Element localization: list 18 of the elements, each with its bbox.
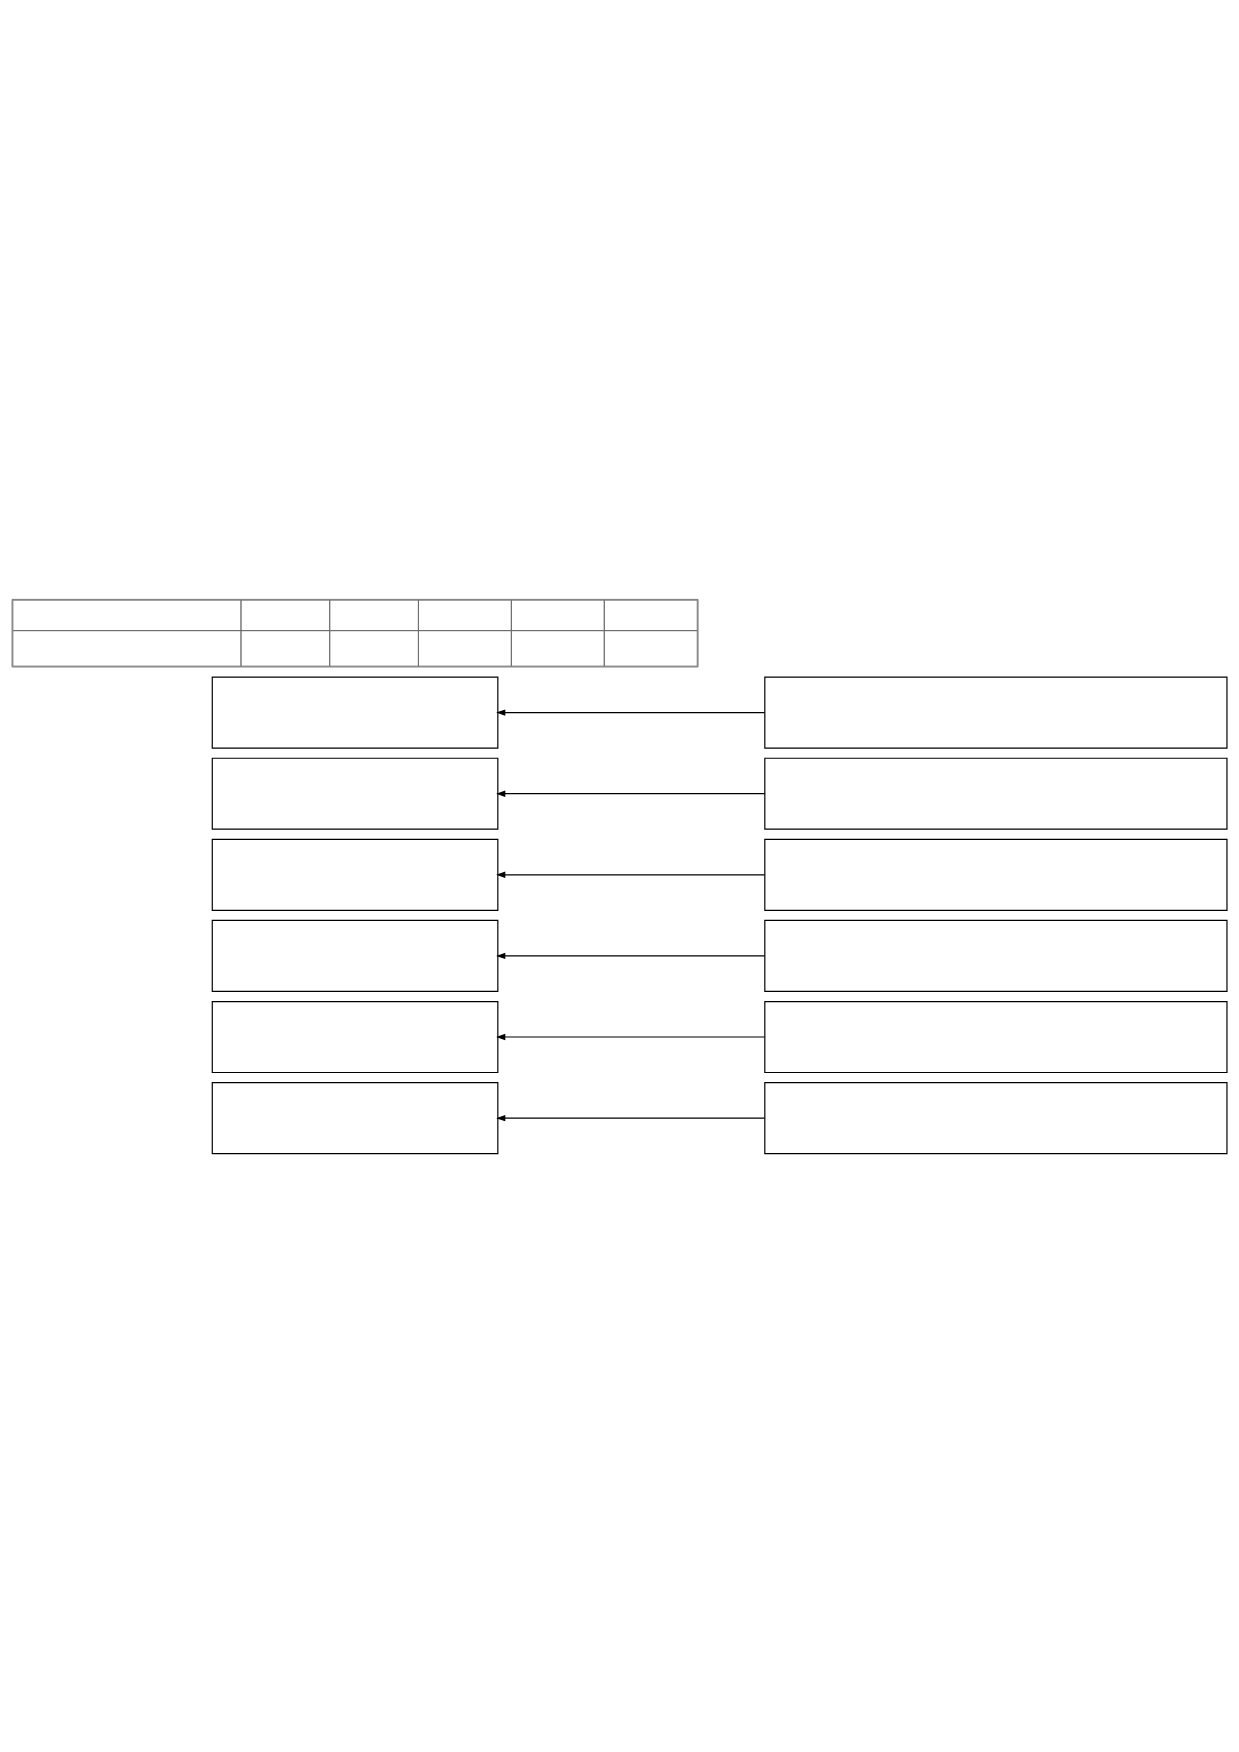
node-box	[211, 919, 499, 992]
arrow	[496, 871, 766, 878]
node-box	[211, 1000, 499, 1073]
arrow	[496, 790, 766, 797]
arrow	[496, 1114, 766, 1121]
node-box	[764, 757, 1228, 830]
node-box	[764, 919, 1228, 992]
arrow	[496, 1033, 766, 1040]
node-box	[211, 838, 499, 911]
node-box	[764, 838, 1228, 911]
arrow	[496, 952, 766, 959]
node-box	[211, 1081, 499, 1154]
node-box	[764, 1081, 1228, 1154]
node-box	[211, 757, 499, 830]
node-box	[211, 676, 499, 749]
node-box	[764, 676, 1228, 749]
node-box	[764, 1000, 1228, 1073]
arrow	[496, 708, 766, 716]
